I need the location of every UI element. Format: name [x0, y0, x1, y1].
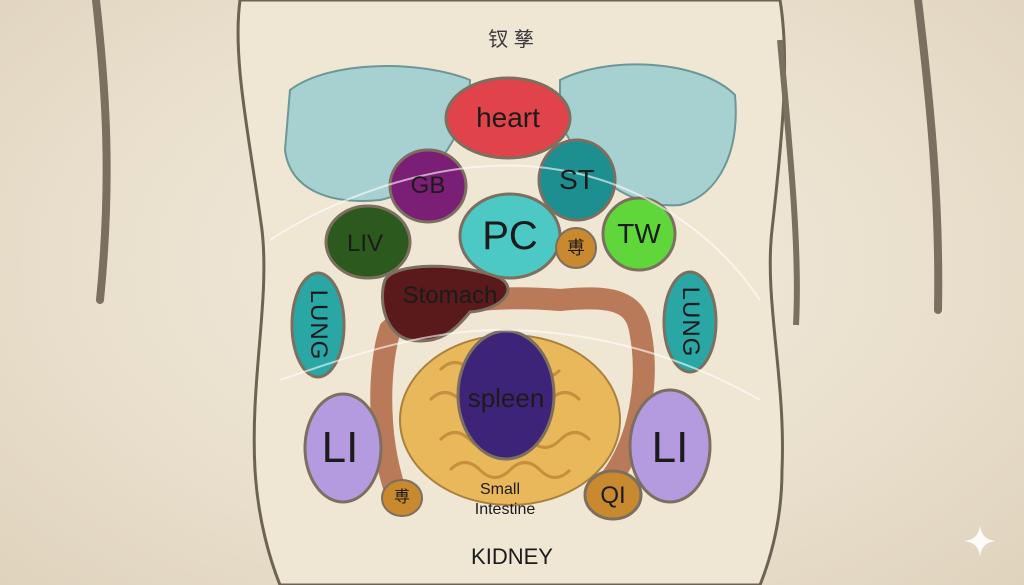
mid-glyph-organ	[555, 227, 597, 269]
low-glyph-organ	[381, 479, 423, 517]
li-left-label: LI	[321, 423, 359, 472]
tw-organ	[601, 196, 677, 272]
gb-label: GB	[410, 172, 446, 199]
li-right-label: LI	[651, 423, 689, 472]
large-intestine-frame	[370, 287, 655, 501]
lung-right-organ	[662, 270, 718, 374]
left-arm	[92, 0, 111, 304]
qi-label: QI	[600, 482, 626, 509]
stomach-label: Stomach	[402, 282, 498, 309]
qi-organ	[583, 469, 643, 521]
liv-label: LIV	[346, 230, 384, 257]
meridian-lines	[269, 164, 761, 401]
heart-organ	[444, 76, 572, 160]
lung-left-label: LUNG	[305, 289, 332, 361]
stomach-organ	[381, 264, 510, 343]
right-arm	[914, 0, 943, 314]
kidney-label: KIDNEY	[471, 544, 553, 569]
st-organ	[537, 138, 617, 222]
top-glyphs-label: 钗 孳	[488, 29, 534, 51]
st-label: ST	[559, 164, 595, 195]
li-right-organ	[628, 388, 712, 504]
liv-organ	[324, 204, 412, 280]
spleen-label: spleen	[467, 383, 545, 413]
small-intestine-label-2: Intestine	[474, 501, 536, 518]
lung-right-label: LUNG	[677, 286, 704, 358]
mid-glyph-label: 尃	[567, 238, 585, 258]
gb-organ	[388, 148, 468, 224]
li-left-organ	[303, 392, 383, 504]
heart-label: heart	[476, 102, 540, 133]
pc-label: PC	[482, 214, 538, 258]
tw-label: TW	[617, 218, 661, 249]
small-intestine-label-1: Small	[479, 481, 521, 498]
lung-left-organ	[290, 271, 346, 379]
sparkle-icon	[964, 525, 996, 557]
low-glyph-label: 尃	[393, 489, 411, 506]
